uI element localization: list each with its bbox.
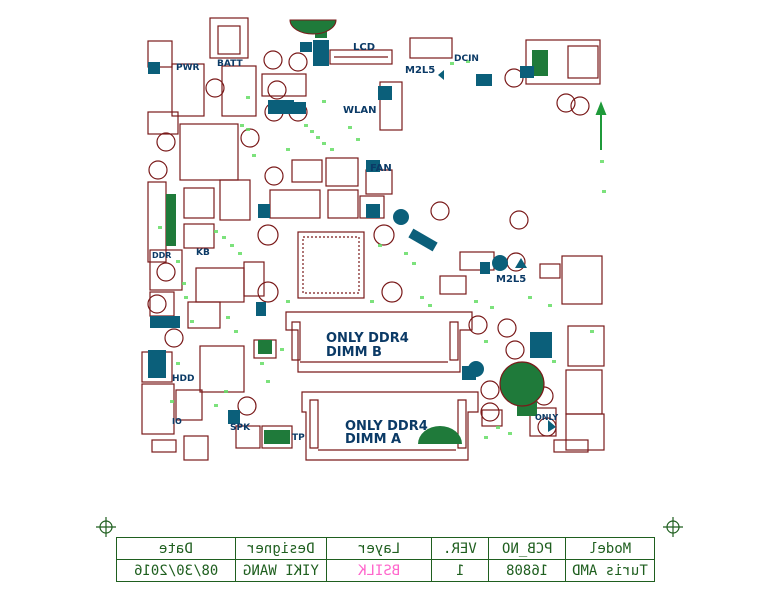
title-block-value-row: 08/30/2016 YIKI WANG BSILK 1 16808 Turis… (116, 559, 655, 582)
registration-target-right-icon (663, 517, 683, 537)
header-model: Model (565, 537, 655, 560)
header-layer: Layer (326, 537, 432, 560)
header-designer: Designer (235, 537, 327, 560)
header-ver: VER. (431, 537, 489, 560)
header-pcb-no: PCB_NO (488, 537, 566, 560)
label-dimm-a: DIMM A (345, 432, 401, 447)
title-block: Date Designer Layer VER. PCB_NO Model 08… (116, 537, 655, 582)
label-dcin: DCIN (454, 54, 479, 64)
label-ddr: DDR (152, 251, 171, 260)
label-m2l5-mid: M2L5 (496, 274, 526, 285)
header-date: Date (116, 537, 236, 560)
label-dimm-a-type: ONLY DDR4 (345, 419, 428, 434)
label-fan: FAN (370, 163, 392, 174)
label-hdd: HDD (172, 374, 194, 384)
title-block-header-row: Date Designer Layer VER. PCB_NO Model (116, 537, 655, 560)
value-model: Turis AMD (565, 559, 655, 582)
label-io: IO (172, 417, 182, 426)
label-kb: KB (196, 248, 210, 258)
label-wlan: WLAN (343, 105, 377, 116)
label-m2l5-top: M2L5 (405, 65, 435, 76)
value-date: 08/30/2016 (116, 559, 236, 582)
value-designer: YIKI WANG (235, 559, 327, 582)
label-only: ONLY (535, 413, 558, 422)
label-pwr: PWR (176, 63, 200, 73)
value-pcb-no: 16808 (488, 559, 566, 582)
value-ver: 1 (431, 559, 489, 582)
label-dimm-b-type: ONLY DDR4 (326, 331, 409, 346)
label-lcd: LCD (353, 42, 375, 53)
label-dimm-b: DIMM B (326, 345, 382, 360)
label-spk: SPK (230, 423, 251, 433)
label-tp: TP (292, 433, 305, 443)
label-batt: BATT (217, 59, 243, 69)
registration-target-left-icon (96, 517, 116, 537)
value-layer: BSILK (326, 559, 432, 582)
